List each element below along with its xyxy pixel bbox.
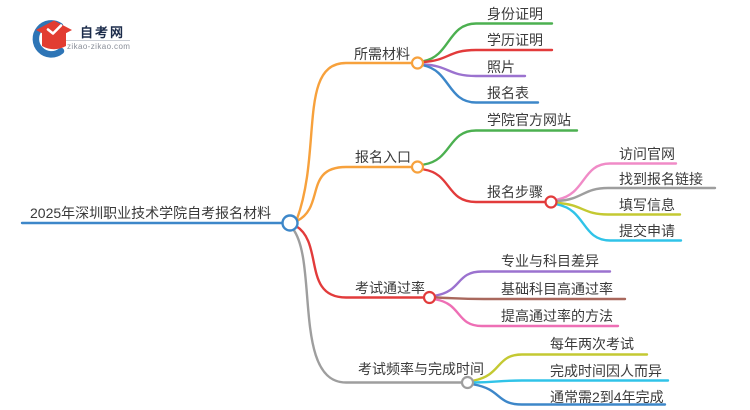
connector-step-2 bbox=[556, 186, 717, 203]
leaf-label-edu-proof: 学历证明 bbox=[487, 32, 543, 48]
leaf-label-submit: 提交申请 bbox=[619, 223, 675, 239]
connector-branch-3 bbox=[294, 224, 425, 299]
connector-step-1 bbox=[556, 162, 678, 201]
branch-4-node-circle bbox=[460, 375, 475, 390]
branch-3-node-circle bbox=[422, 290, 437, 305]
connector-branch-3-child-1 bbox=[434, 270, 612, 297]
root-topic-label: 2025年深圳职业技术学院自考报名材料 bbox=[30, 205, 272, 221]
connector-branch-1-child-4 bbox=[422, 64, 540, 104]
connector-branch-4 bbox=[291, 227, 463, 384]
leaf-label-photo: 照片 bbox=[487, 59, 515, 75]
connector-branch-1-child-1 bbox=[422, 22, 554, 63]
leaf-label-subject-diff: 专业与科目差异 bbox=[501, 253, 599, 269]
leaf-label-2-4-years: 通常需2到4年完成 bbox=[550, 389, 664, 405]
connector-branch-4-child-3 bbox=[472, 383, 667, 406]
leaf-label-basic-high: 基础科目高通过率 bbox=[501, 281, 613, 297]
graduation-cap-icon bbox=[32, 20, 72, 58]
leaf-label-visit-site: 访问官网 bbox=[619, 146, 675, 162]
leaf-label-twice-year: 每年两次考试 bbox=[550, 336, 634, 352]
leaf-label-form: 报名表 bbox=[487, 85, 529, 101]
connector-branch-1-child-2 bbox=[422, 48, 554, 64]
branch-label-pass-rate: 考试通过率 bbox=[355, 280, 425, 296]
node-label-steps: 报名步骤 bbox=[487, 184, 543, 200]
connector-branch-2-child-2 bbox=[422, 168, 547, 204]
logo-divider bbox=[66, 40, 130, 41]
connector-branch-3-child-2 bbox=[434, 296, 627, 301]
root-node-circle bbox=[281, 214, 299, 232]
connector-branch-1-child-3 bbox=[422, 63, 527, 78]
connector-branch-3-child-3 bbox=[434, 298, 620, 328]
leaf-label-id-proof: 身份证明 bbox=[487, 6, 543, 22]
logo-subtitle: zikao-zikao.com bbox=[67, 42, 131, 51]
connector-branch-2 bbox=[295, 165, 413, 223]
connector-branch-4-child-2 bbox=[472, 379, 670, 384]
connector-branch-2-child-1 bbox=[422, 129, 579, 166]
logo-title: 自考网 bbox=[80, 25, 126, 40]
connector-branch-4-child-1 bbox=[472, 353, 649, 382]
leaf-label-improve: 提高通过率的方法 bbox=[501, 308, 613, 324]
connector-branch-1 bbox=[295, 61, 413, 221]
branch-label-materials: 所需材料 bbox=[354, 46, 410, 62]
connector-step-3 bbox=[556, 201, 682, 216]
leaf-label-official-site: 学院官方网站 bbox=[487, 112, 571, 128]
connector-step-4 bbox=[556, 203, 683, 242]
leaf-label-find-link: 找到报名链接 bbox=[619, 171, 703, 187]
steps-node-circle bbox=[544, 195, 558, 209]
branch-label-frequency: 考试频率与完成时间 bbox=[358, 361, 484, 377]
branch-2-node-circle bbox=[410, 160, 425, 174]
branch-label-entry: 报名入口 bbox=[355, 149, 411, 165]
leaf-label-fill-info: 填写信息 bbox=[619, 197, 675, 213]
leaf-label-varies: 完成时间因人而异 bbox=[550, 363, 662, 379]
branch-1-node-circle bbox=[410, 56, 425, 70]
